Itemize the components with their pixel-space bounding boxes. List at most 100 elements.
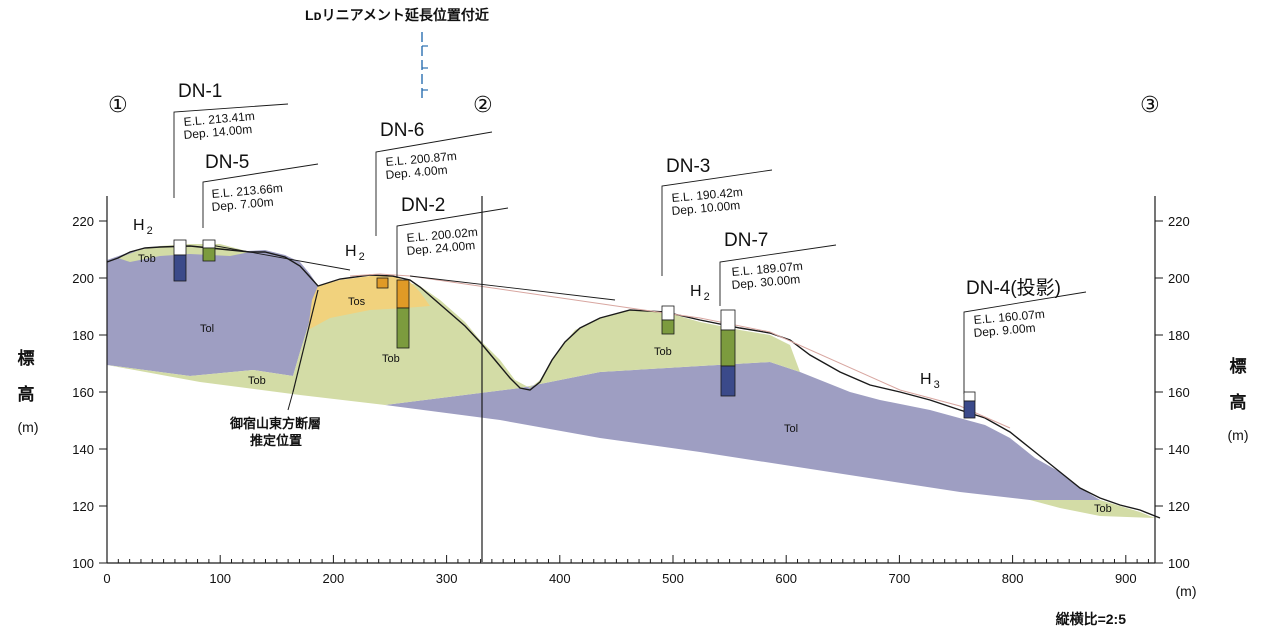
fault-label-line-2: 推定位置 xyxy=(250,433,302,448)
section-marker-3: ③ xyxy=(1140,92,1160,117)
borehole-name: DN-4(投影) xyxy=(966,277,1061,299)
x-tick-label: 700 xyxy=(889,571,911,586)
borehole-dn-6: DN-6 E.L. 200.87m Dep. 4.00m xyxy=(375,120,493,289)
borehole-name: DN-3 xyxy=(666,156,710,177)
x-axis-ticks: 0 100 200 300 400 500 600 700 800 900 xyxy=(103,555,1149,586)
core-tol xyxy=(720,365,736,397)
y-tick-label-right: 220 xyxy=(1168,214,1190,229)
core-empty xyxy=(202,239,216,249)
unit-label-tob-3: Tob xyxy=(248,375,266,387)
y-tick-label-right: 120 xyxy=(1168,499,1190,514)
unit-tob-wedge-right xyxy=(1030,500,1155,518)
y-tick-label-left: 160 xyxy=(72,385,94,400)
x-tick-label: 800 xyxy=(1002,571,1024,586)
x-tick-label: 400 xyxy=(549,571,571,586)
core-empty xyxy=(173,239,187,256)
unit-label-tob-5: Tob xyxy=(1094,503,1112,515)
y-tick-label-left: 220 xyxy=(72,214,94,229)
ground-surface-trace xyxy=(349,273,1011,429)
borehole-name: DN-6 xyxy=(380,120,424,141)
y-title-right-1: 標 xyxy=(1230,356,1247,376)
x-tick-label: 600 xyxy=(775,571,797,586)
borehole-elevation: E.L. 189.07m xyxy=(731,259,803,279)
core-tos xyxy=(396,279,410,309)
borehole-name: DN-5 xyxy=(205,152,249,173)
core-tob xyxy=(202,247,216,262)
x-tick-label: 100 xyxy=(209,571,231,586)
y-tick-label-left: 180 xyxy=(72,328,94,343)
borehole-name: DN-1 xyxy=(178,81,222,102)
lineament-label: Lᴅリニアメント延長位置付近 xyxy=(305,7,489,23)
unit-label-tob-4: Tob xyxy=(654,346,672,358)
fault-leader xyxy=(287,391,294,411)
core-empty xyxy=(720,309,736,331)
borehole-depth: Dep. 9.00m xyxy=(973,321,1036,340)
borehole-dn-5: DN-5 E.L. 213.66m Dep. 7.00m xyxy=(202,152,319,262)
borehole-elevation: E.L. 200.87m xyxy=(385,149,457,169)
fault-label-line-1: 御宿山東方断層 xyxy=(229,416,321,431)
core-tol xyxy=(173,254,187,282)
y-title-left-1: 標 xyxy=(18,348,35,368)
borehole-dn-1: DN-1 E.L. 213.41m Dep. 14.00m xyxy=(173,81,289,282)
y-tick-label-left: 120 xyxy=(72,499,94,514)
y-tick-label-right: 140 xyxy=(1168,442,1190,457)
x-tick-label: 200 xyxy=(323,571,345,586)
unit-label-tol-2: Tol xyxy=(784,423,798,435)
borehole-depth: Dep. 10.00m xyxy=(671,198,741,218)
y-title-right-2: 高 xyxy=(1230,392,1247,412)
core-empty xyxy=(963,391,976,402)
borehole-elevation: E.L. 160.07m xyxy=(973,307,1045,327)
unit-label-tob-1: Tob xyxy=(138,253,156,265)
borehole-dn-7: DN-7 E.L. 189.07m Dep. 30.00m xyxy=(719,230,837,397)
fault-line xyxy=(292,289,319,393)
section-marker-2: ② xyxy=(473,92,493,117)
borehole-depth: Dep. 14.00m xyxy=(183,122,253,142)
borehole-elevation: E.L. 213.66m xyxy=(211,181,283,201)
x-unit-label: (m) xyxy=(1176,583,1197,599)
axes-frame xyxy=(106,196,1156,564)
y-tick-label-left: 200 xyxy=(72,271,94,286)
core-tol xyxy=(963,400,976,419)
y-title-left-3: (m) xyxy=(18,419,39,435)
y-axis-ticks-left: 100 120 140 160 180 200 220 xyxy=(72,214,107,571)
y-tick-label-right: 200 xyxy=(1168,271,1190,286)
core-tob xyxy=(720,329,736,367)
y-tick-label-right: 160 xyxy=(1168,385,1190,400)
borehole-depth: Dep. 4.00m xyxy=(385,163,448,182)
unit-tol-area-main xyxy=(385,362,1100,500)
y-title-right-3: (m) xyxy=(1228,427,1249,443)
borehole-elevation: E.L. 200.02m xyxy=(406,225,478,245)
borehole-elevation: E.L. 213.41m xyxy=(183,109,255,129)
x-tick-label: 900 xyxy=(1115,571,1137,586)
y-tick-label-left: 100 xyxy=(72,556,94,571)
core-empty xyxy=(661,305,675,321)
core-tob xyxy=(396,307,410,349)
borehole-dn-2: DN-2 E.L. 200.02m Dep. 24.00m xyxy=(396,195,509,349)
x-tick-label: 500 xyxy=(662,571,684,586)
unit-label-tob-2: Tob xyxy=(382,353,400,365)
core-tob xyxy=(661,319,675,335)
borehole-dn-4: DN-4(投影) E.L. 160.07m Dep. 9.00m xyxy=(963,277,1087,419)
guide-line-1 xyxy=(204,243,351,271)
y-title-left-2: 高 xyxy=(18,384,35,404)
x-tick-label: 300 xyxy=(436,571,458,586)
borehole-depth: Dep. 30.00m xyxy=(731,272,801,292)
x-tick-label: 0 xyxy=(103,571,110,586)
aspect-ratio-label: 縦横比=2:5 xyxy=(1056,611,1127,627)
borehole-name: DN-2 xyxy=(401,195,445,216)
borehole-depth: Dep. 7.00m xyxy=(211,195,274,214)
borehole-dn-3: DN-3 E.L. 190.42m Dep. 10.00m xyxy=(661,156,773,335)
unit-tol-area xyxy=(107,248,318,376)
y-tick-label-left: 140 xyxy=(72,442,94,457)
unit-label-tos: Tos xyxy=(348,296,366,308)
section-marker-1: ① xyxy=(108,92,128,117)
core-tos xyxy=(376,277,389,289)
guide-line-2 xyxy=(409,275,616,301)
y-tick-label-right: 180 xyxy=(1168,328,1190,343)
